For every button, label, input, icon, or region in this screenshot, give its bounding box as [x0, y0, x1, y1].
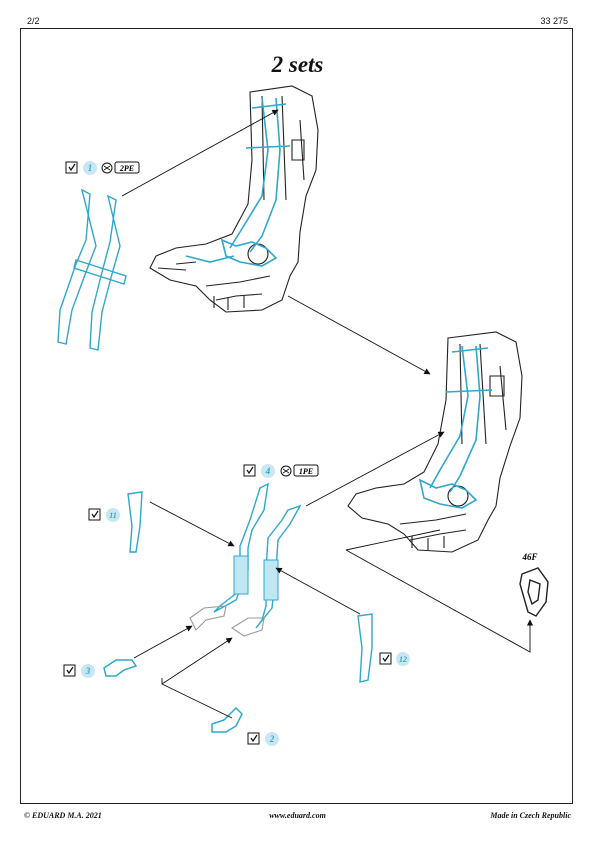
- set-code: 33 275: [540, 16, 568, 26]
- callout-4-tag: 1PE: [299, 467, 313, 476]
- callout-4-number: 4: [265, 466, 271, 476]
- callout-2: 2: [247, 732, 279, 746]
- part-46f-label: 46F: [521, 552, 537, 562]
- part-11-strap: [127, 491, 143, 553]
- callout-4: 4 1PE: [243, 464, 319, 478]
- callout-12: 12: [379, 652, 410, 666]
- callout-11-number: 11: [109, 511, 117, 520]
- footer-origin: Made in Czech Republic: [490, 811, 571, 820]
- page-number: 2/2: [27, 16, 40, 26]
- footer-copyright: © EDUARD M.A. 2021: [24, 811, 102, 820]
- page-frame: [20, 28, 573, 804]
- callout-1-number: 1: [88, 163, 93, 173]
- callout-3: 3: [63, 664, 95, 678]
- part-46f-handle: [519, 567, 549, 617]
- ejection-seat-upper: [149, 85, 319, 313]
- callout-1: 1 2PE: [65, 161, 140, 175]
- part-1-shoulder-straps: [57, 188, 127, 351]
- part-2-buckle: [211, 706, 243, 733]
- part-3-buckle: [103, 659, 138, 677]
- callout-2-number: 2: [269, 734, 275, 744]
- page-title: 2 sets: [271, 52, 324, 77]
- callout-11: 11: [88, 508, 120, 522]
- callout-1-tag: 2PE: [119, 164, 134, 173]
- part-4-lap-straps: [189, 482, 302, 637]
- callout-3-number: 3: [85, 666, 91, 676]
- footer-website[interactable]: www.eduard.com: [269, 811, 326, 820]
- ejection-seat-lower: [347, 331, 523, 553]
- harness-lower: [418, 345, 493, 509]
- part-12-strap: [357, 613, 373, 683]
- harness-upper: [185, 97, 291, 267]
- leader-lines: [121, 109, 534, 719]
- callout-12-number: 12: [399, 655, 407, 664]
